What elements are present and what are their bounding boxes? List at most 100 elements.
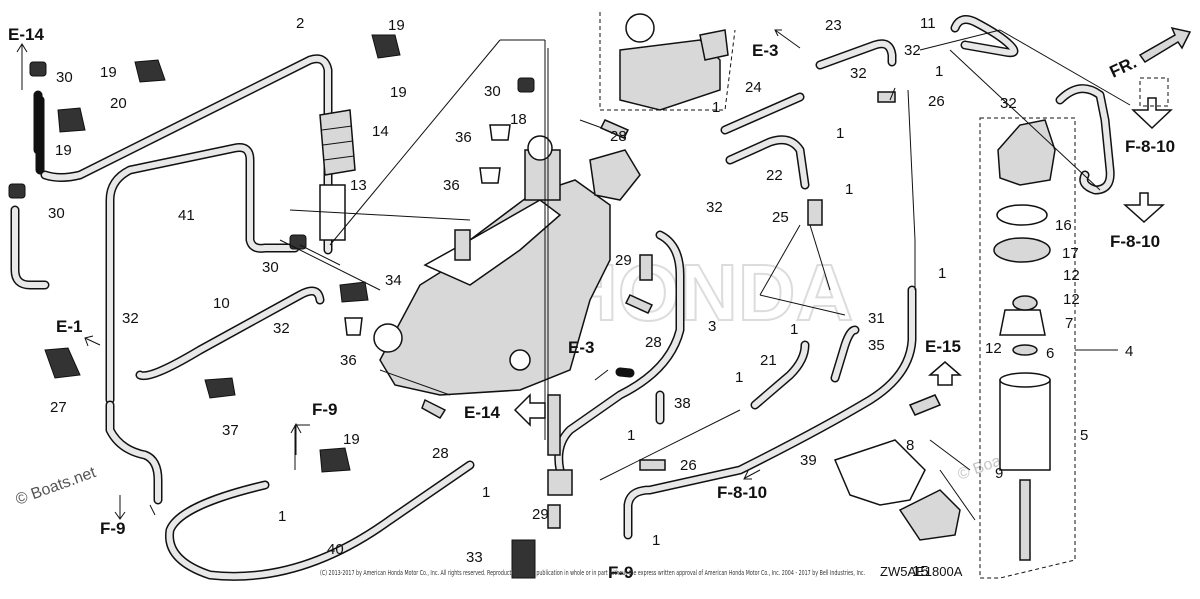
hoses <box>10 15 1115 581</box>
callout-32: 32 <box>122 310 139 327</box>
arrow-down-icon <box>114 495 126 520</box>
callout-1: 1 <box>278 508 286 525</box>
callout-30: 30 <box>48 205 65 222</box>
arrow-up-icon <box>290 422 302 455</box>
callout-12: 12 <box>1063 291 1080 308</box>
callout-32: 32 <box>850 65 867 82</box>
ref-f810: F-8-10 <box>1110 232 1160 251</box>
callout-20: 20 <box>110 95 127 112</box>
callout-1: 1 <box>938 265 946 282</box>
callout-7: 7 <box>1065 315 1073 332</box>
tank-assembly-frame <box>979 117 1076 579</box>
callout-27: 27 <box>50 399 67 416</box>
ref-forward: FR. <box>1107 53 1140 82</box>
ref-e1: E-1 <box>56 317 82 336</box>
ref-f810: F-8-10 <box>717 483 767 502</box>
arrow-left-icon <box>84 335 101 347</box>
callout-26: 26 <box>680 457 697 474</box>
callout-26: 26 <box>928 93 945 110</box>
arrow-down-icon <box>1123 192 1165 224</box>
callout-34: 34 <box>385 272 402 289</box>
callout-9: 9 <box>995 465 1003 482</box>
callout-29: 29 <box>615 252 632 269</box>
callout-28: 28 <box>610 128 627 145</box>
callout-1: 1 <box>712 99 720 116</box>
arrow-up-icon <box>16 43 28 90</box>
callout-1: 1 <box>836 125 844 142</box>
ref-e14: E-14 <box>8 25 44 44</box>
callout-22: 22 <box>766 167 783 184</box>
diagram-code: ZW5AE1800A <box>880 564 963 579</box>
arrow-left-icon <box>743 469 761 480</box>
callout-12: 12 <box>985 340 1002 357</box>
arrow-up-icon <box>927 361 963 386</box>
callout-19: 19 <box>388 17 405 34</box>
callout-1: 1 <box>482 484 490 501</box>
vapor-separator-body <box>379 179 611 396</box>
callout-28: 28 <box>432 445 449 462</box>
callout-6: 6 <box>1046 345 1054 362</box>
parts <box>8 12 1056 579</box>
tank-cap <box>997 119 1056 186</box>
reference-arrows <box>16 26 1192 520</box>
callout-14: 14 <box>372 123 389 140</box>
arrow-left-icon <box>513 393 546 427</box>
callout-33: 33 <box>466 549 483 566</box>
callout-37: 37 <box>222 422 239 439</box>
filter-element <box>319 109 356 176</box>
callout-4: 4 <box>1125 343 1133 360</box>
callout-15: 15 <box>912 563 929 580</box>
callout-30: 30 <box>484 83 501 100</box>
callout-21: 21 <box>760 352 777 369</box>
callout-32: 32 <box>706 199 723 216</box>
arrow-down-icon <box>1131 97 1173 130</box>
callout-1: 1 <box>735 369 743 386</box>
callout-24: 24 <box>745 79 762 96</box>
callout-1: 1 <box>627 427 635 444</box>
reference-labels: E-14 E-1 E-3 E-3 E-14 E-15 F-9 F-9 F-9 F… <box>8 25 1175 582</box>
copyright-line: (C) 2013-2017 by American Honda Motor Co… <box>320 569 865 577</box>
callout-18: 18 <box>510 111 527 128</box>
callout-8: 8 <box>906 437 914 454</box>
callout-1: 1 <box>652 532 660 549</box>
callout-1: 1 <box>790 321 798 338</box>
callout-2: 2 <box>296 15 304 32</box>
callout-31: 31 <box>868 310 885 327</box>
ref-e3: E-3 <box>752 41 778 60</box>
callout-32: 32 <box>1000 95 1017 112</box>
callout-39: 39 <box>800 452 817 469</box>
callout-19: 19 <box>55 142 72 159</box>
callout-1: 1 <box>845 181 853 198</box>
callout-25: 25 <box>772 209 789 226</box>
callout-38: 38 <box>674 395 691 412</box>
ref-f9: F-9 <box>312 400 338 419</box>
callout-30: 30 <box>262 259 279 276</box>
ref-f810: F-8-10 <box>1125 137 1175 156</box>
callout-numbers: 2 19 30 19 20 19 19 30 14 13 18 36 36 30… <box>48 15 1133 580</box>
tank-filter <box>999 379 1051 471</box>
callout-29: 29 <box>532 506 549 523</box>
ref-e14: E-14 <box>464 403 500 422</box>
callout-12: 12 <box>1063 267 1080 284</box>
callout-23: 23 <box>825 17 842 34</box>
callout-1: 1 <box>935 63 943 80</box>
callout-19: 19 <box>390 84 407 101</box>
callout-19: 19 <box>100 64 117 81</box>
callout-35: 35 <box>868 337 885 354</box>
leader-lines <box>149 29 1131 521</box>
callout-13: 13 <box>350 177 367 194</box>
arrow-left-icon <box>594 369 609 381</box>
forward-arrow-icon <box>1138 26 1192 64</box>
callout-32: 32 <box>273 320 290 337</box>
callout-10: 10 <box>213 295 230 312</box>
callout-36: 36 <box>340 352 357 369</box>
ref-e15: E-15 <box>925 337 961 356</box>
callout-36: 36 <box>443 177 460 194</box>
callout-5: 5 <box>1080 427 1088 444</box>
callout-36: 36 <box>455 129 472 146</box>
callout-40: 40 <box>327 541 344 558</box>
callout-16: 16 <box>1055 217 1072 234</box>
ref-e3: E-3 <box>568 338 594 357</box>
callout-3: 3 <box>708 318 716 335</box>
